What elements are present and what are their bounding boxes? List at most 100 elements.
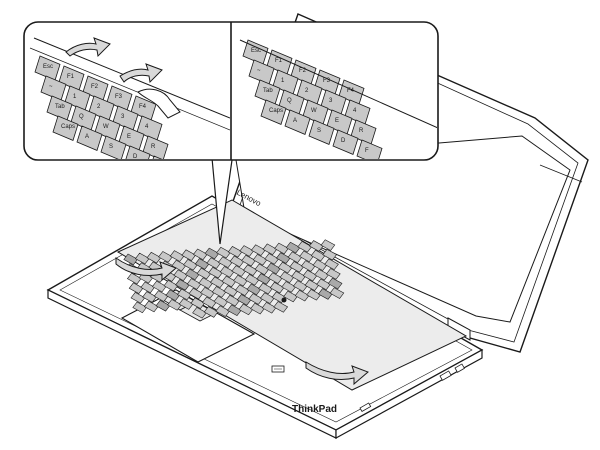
keyboard-key (158, 251, 173, 263)
callout-key (308, 119, 335, 145)
keyboard-key (239, 245, 255, 257)
callout-key-label: E (335, 118, 339, 124)
callout-key (260, 99, 287, 125)
callout-key (76, 125, 103, 151)
keyboard-key (241, 254, 256, 267)
keyboard-key (267, 272, 283, 284)
keyboard-key (244, 274, 260, 286)
keyboard-key (317, 288, 333, 300)
keyboard-key (181, 249, 197, 261)
keyboard-keys (123, 239, 345, 319)
keyboard-key (171, 259, 187, 272)
callout-key-label: 4 (145, 124, 149, 130)
keyboard-key (188, 287, 204, 300)
keyboard-key (314, 268, 330, 281)
keyboard-key (283, 290, 298, 303)
keyboard-key (143, 300, 159, 313)
keyboard-key (231, 265, 247, 277)
keyboard-key (277, 261, 293, 274)
keyboard-key (130, 292, 146, 304)
callout-key-label: Esc (43, 64, 53, 70)
keyboard-key (200, 286, 215, 299)
callout-key-label: Tab (55, 104, 65, 110)
keyboard-key (140, 281, 156, 294)
keyboard-key (186, 278, 202, 290)
keyboard-key (279, 271, 295, 284)
keyboard-key (254, 263, 270, 276)
callout-key-label: F (365, 148, 369, 154)
callout-key-label: A (85, 134, 89, 140)
keyboard-key (252, 253, 268, 266)
keyboard-key (167, 299, 182, 311)
keyboard-key (123, 253, 139, 266)
keyboard-key (294, 289, 310, 302)
brand-label: ThinkPad (292, 404, 337, 415)
keyboard-key (266, 262, 281, 275)
callout-key (100, 135, 127, 159)
right-slide-arrow-icon (305, 361, 369, 386)
callout-key-label: ~ (257, 68, 261, 74)
keyboard-key (256, 273, 272, 285)
callout-key-label: D (133, 154, 138, 160)
callout-key (284, 109, 311, 135)
keyboard-key (194, 258, 210, 270)
callout-key-label: R (151, 144, 156, 150)
keyboard-key (285, 241, 301, 254)
trackpoint (281, 297, 287, 303)
callout-key-label: F2 (299, 68, 307, 74)
keyboard-key (223, 285, 239, 297)
callout-key (52, 115, 79, 141)
callout-key-label: W (311, 108, 317, 114)
keyboard-key (304, 279, 320, 291)
keyboard-key (275, 252, 291, 264)
callout-lift-arrow-icon (119, 63, 163, 84)
keyboard-key (196, 267, 212, 280)
fingerprint-reader-icon (271, 365, 285, 373)
keyboard-key (192, 307, 207, 319)
keyboard-key (316, 278, 331, 291)
callout-key-label: F4 (347, 88, 355, 94)
keyboard-key (329, 287, 345, 299)
keyboard-key (226, 304, 242, 317)
callout-key-label: F1 (275, 58, 283, 64)
keyboard-key (163, 279, 179, 292)
callout-key-label: 2 (305, 88, 309, 94)
callout-key-label: 3 (121, 114, 125, 120)
callout-pointer (211, 157, 233, 245)
keyboard-key (142, 291, 157, 303)
callout-key-label: F1 (67, 74, 75, 80)
keyboard-key (299, 250, 314, 263)
callout-key-label: Tab (263, 88, 273, 94)
keyboard-key (306, 289, 322, 301)
callout-key-label: D (341, 138, 346, 144)
keyboard-key (126, 272, 142, 285)
keyboard-key (281, 281, 297, 293)
keyboard-key (146, 251, 162, 264)
keyboard-key (310, 249, 326, 262)
keyboard-key (327, 277, 343, 290)
keyboard-key (308, 240, 324, 252)
keyboard-key (165, 289, 181, 302)
callout-key-label: 3 (329, 98, 333, 104)
keyboard-key (227, 246, 243, 258)
keyboard-key (216, 246, 231, 259)
callout-key-label: F2 (91, 84, 99, 90)
keyboard-key (184, 268, 200, 281)
keyboard-key (176, 288, 192, 301)
callout-key-label: S (109, 144, 113, 150)
keyboard-key (203, 306, 219, 318)
keyboard-key (259, 292, 275, 304)
keyboard-key (300, 260, 316, 272)
keyboard-key (246, 283, 262, 296)
keyboard-key (324, 258, 339, 271)
keyboard-key (211, 286, 227, 298)
keyboard-key (219, 266, 235, 278)
keyboard-key (215, 305, 231, 317)
keyboard-key (287, 251, 303, 263)
keyboard-key (233, 274, 248, 287)
